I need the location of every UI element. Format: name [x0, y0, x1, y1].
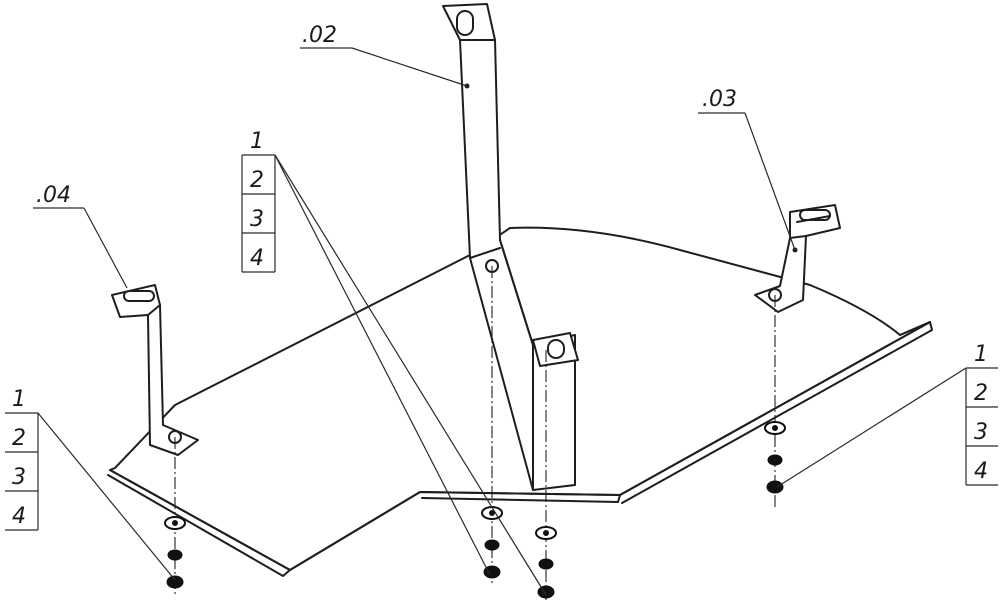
callout-04-label: .04: [36, 183, 71, 208]
stack-right-item-4: 4: [974, 459, 988, 484]
stack-callout-right: 1 2 3 4: [776, 342, 998, 488]
stack-center-item-2: 2: [250, 168, 264, 193]
fastener-stack-left: [164, 516, 186, 589]
fastener-axes: [174, 266, 776, 600]
callout-03-label: .03: [702, 87, 737, 112]
fastener-stack-right: [764, 421, 786, 494]
callout-02-label: .02: [302, 23, 337, 48]
bracket-04: [111, 284, 199, 456]
stack-right-item-3: 3: [974, 420, 988, 445]
stack-center-item-3: 3: [250, 207, 264, 232]
stack-center-item-4: 4: [250, 246, 264, 271]
callout-part-04: .04: [33, 183, 128, 289]
fastener-stack-center-right: [535, 526, 557, 599]
stack-left-item-2: 2: [12, 426, 26, 451]
stack-center-item-1: 1: [250, 129, 264, 154]
stack-callout-left: 1 2 3 4: [5, 387, 176, 581]
stack-right-item-1: 1: [974, 342, 988, 367]
stack-left-item-3: 3: [12, 465, 26, 490]
stack-left-item-4: 4: [12, 504, 26, 529]
stack-callout-center: 1 2 3 4: [241, 129, 547, 596]
stack-right-item-2: 2: [974, 381, 988, 406]
stack-left-item-1: 1: [12, 387, 26, 412]
callout-part-02: .02: [300, 23, 468, 87]
callout-part-03: .03: [698, 87, 796, 251]
bracket-02: [442, 3, 579, 491]
